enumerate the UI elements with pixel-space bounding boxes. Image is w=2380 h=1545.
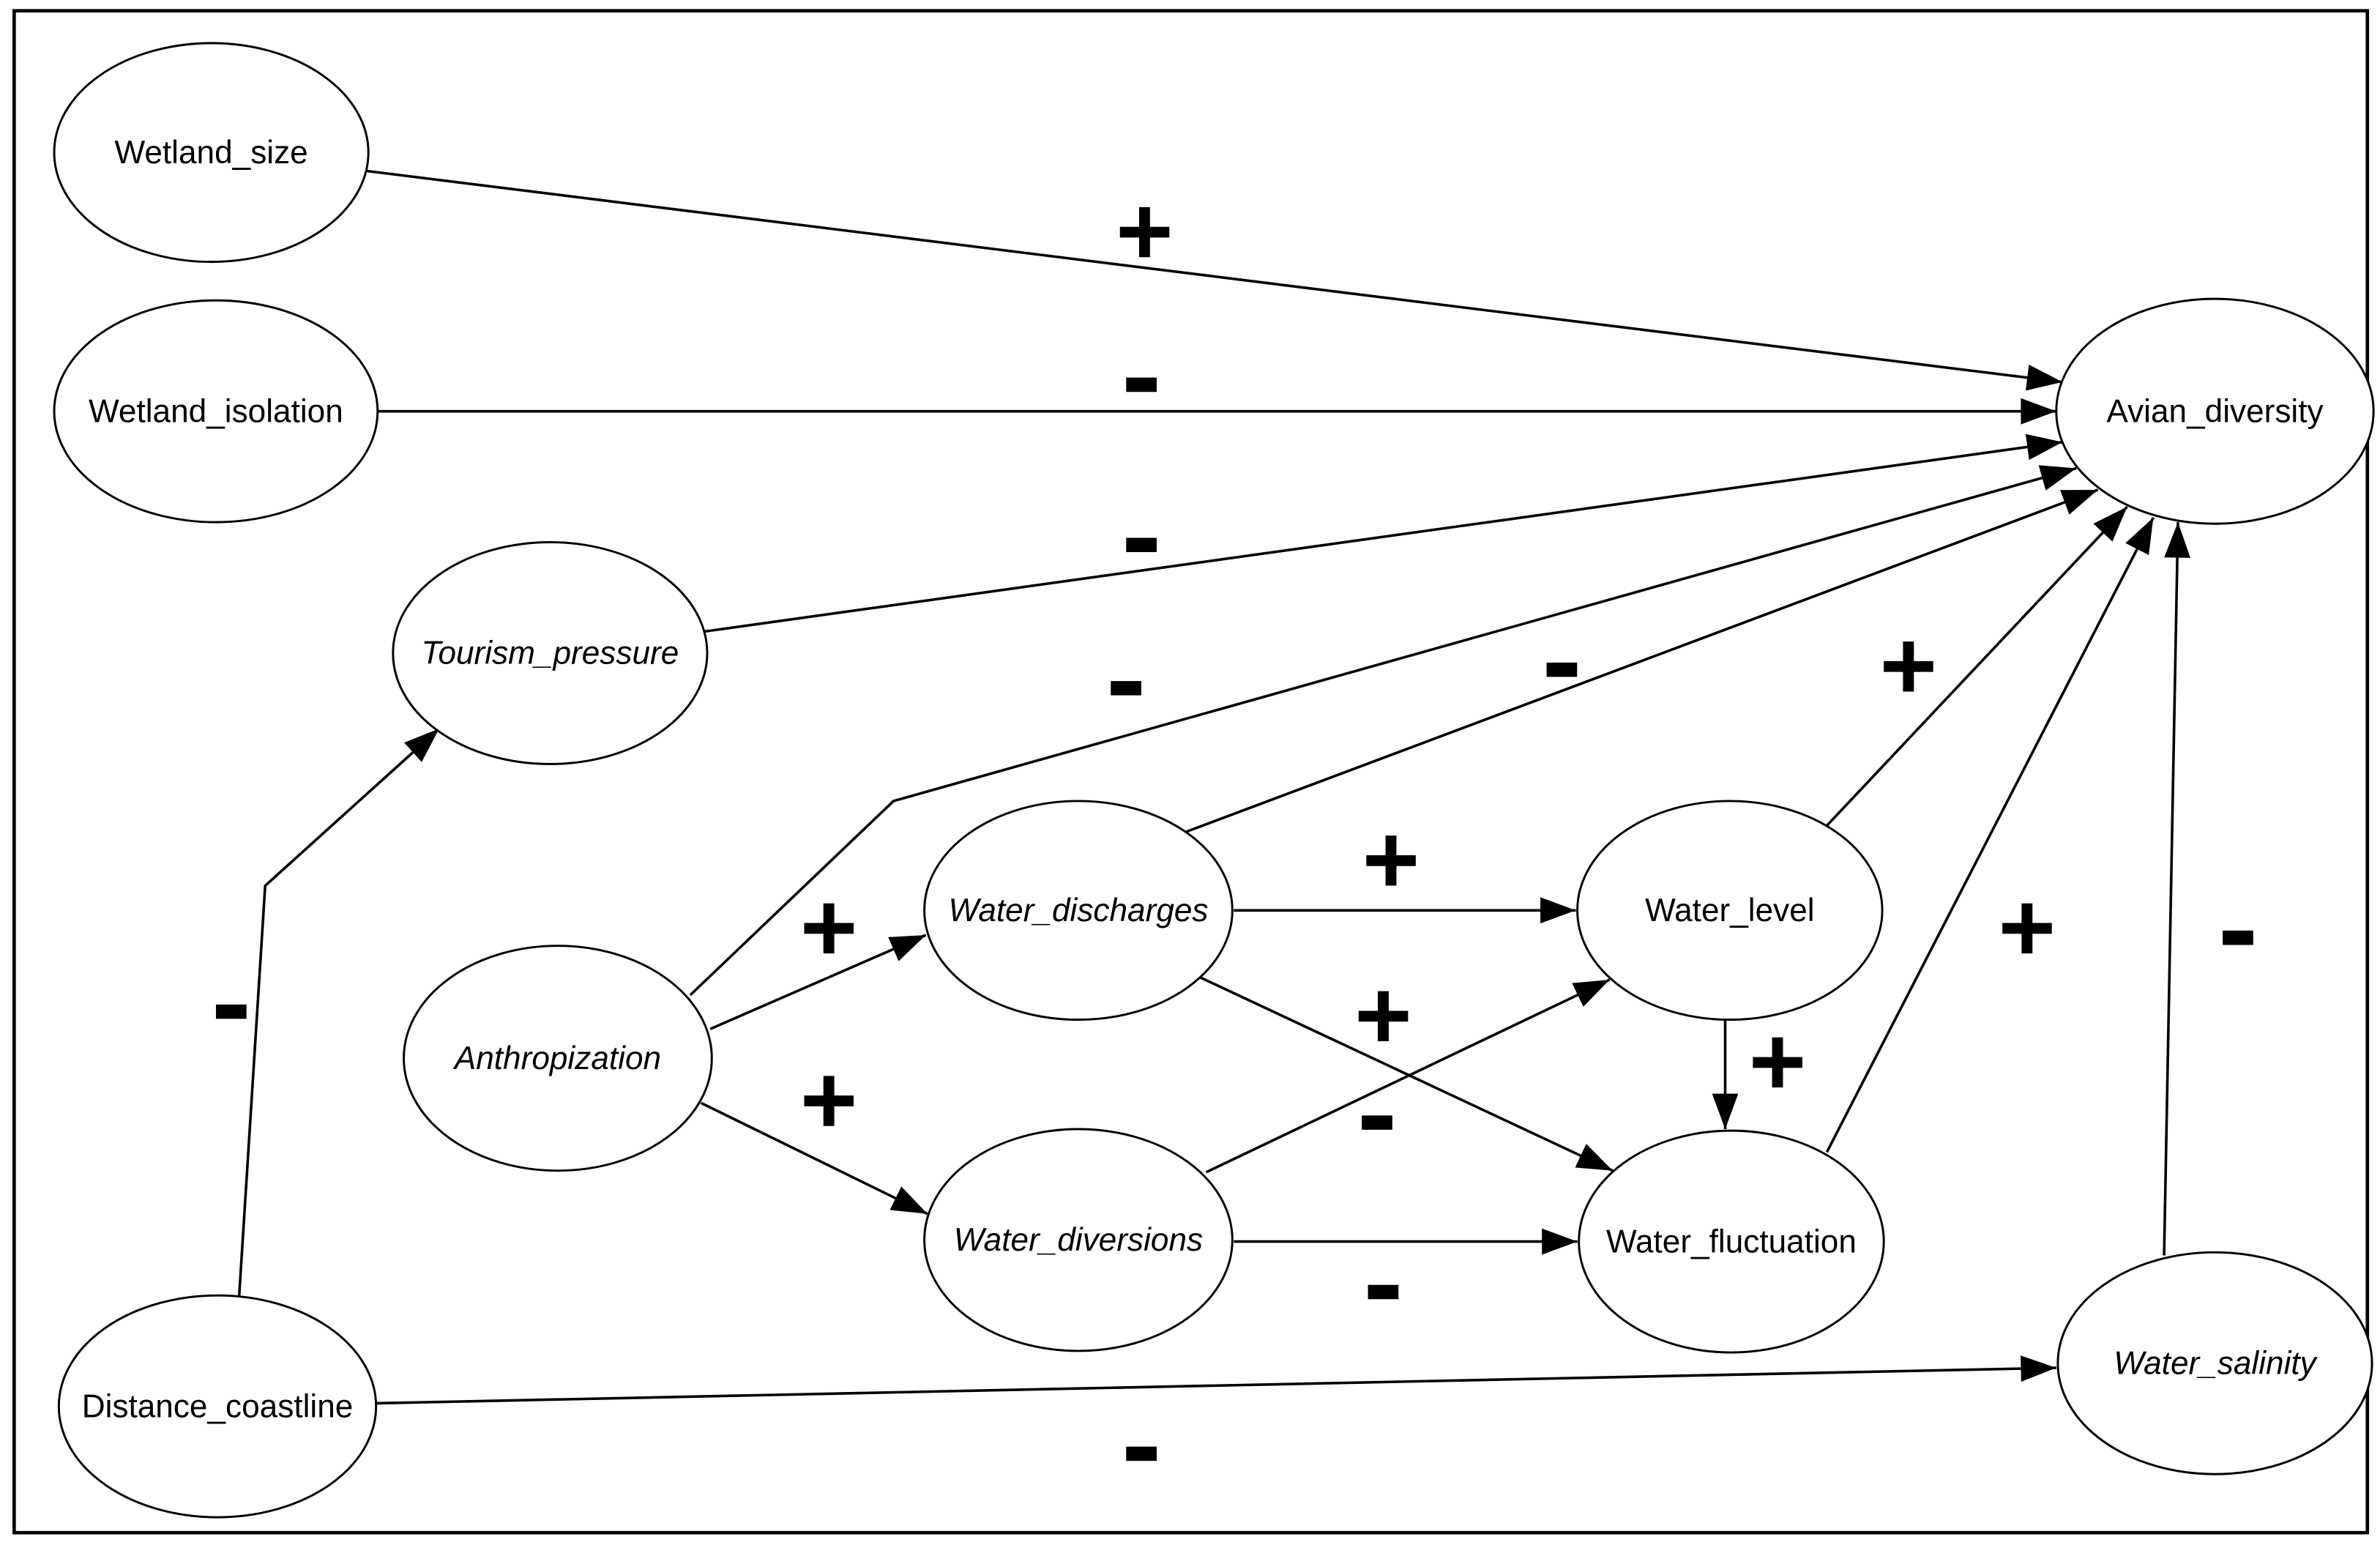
- edge-distance_coastline-to-tourism_pressure: [237, 727, 441, 1299]
- figure-border: [12, 9, 2370, 1535]
- arrowhead-water_level-to-avian_diversity: [2093, 507, 2127, 542]
- node-water_salinity: Water_salinity: [2056, 1251, 2373, 1475]
- node-label-wetland_isolation: Wetland_isolation: [89, 393, 343, 429]
- node-ellipse-tourism_pressure: [392, 541, 709, 765]
- node-ellipse-avian_diversity: [2055, 297, 2375, 525]
- node-avian_diversity: Avian_diversity: [2055, 297, 2375, 525]
- node-ellipse-wetland_size: [53, 42, 370, 264]
- edge-water_fluctuation-to-avian_diversity: [1825, 517, 2155, 1153]
- sign-wetland_isolation-to-avian_diversity: -: [1122, 307, 1162, 442]
- edge-anthropization-to-water_diversions: [700, 1101, 928, 1215]
- signs-layer: +----++--++++--+-: [212, 176, 2258, 1511]
- sign-water_discharges-to-avian_diversity: -: [1542, 592, 1582, 726]
- arrowhead-water_diversions-to-water_level: [1572, 979, 1610, 1007]
- edge-anthropization-to-avian_diversity: [689, 466, 2077, 997]
- node-distance_coastline: Distance_coastline: [57, 1294, 378, 1519]
- node-water_level: Water_level: [1576, 800, 1884, 1021]
- sign-tourism_pressure-to-avian_diversity: -: [1122, 467, 1162, 602]
- edge-water_level-to-avian_diversity: [1826, 505, 2128, 827]
- sign-anthropization-to-avian_diversity: -: [1106, 610, 1146, 745]
- edge-anthropization-to-water_discharges: [709, 934, 927, 1030]
- node-label-tourism_pressure: Tourism_pressure: [422, 636, 679, 671]
- sign-water_discharges-to-water_fluctuation: -: [1357, 1045, 1398, 1180]
- node-label-water_fluctuation: Water_fluctuation: [1606, 1224, 1857, 1259]
- arrowhead-distance_coastline-to-water_salinity: [2021, 1355, 2056, 1382]
- node-anthropization: Anthropization: [403, 945, 713, 1172]
- node-label-water_discharges: Water_discharges: [948, 893, 1208, 928]
- node-label-avian_diversity: Avian_diversity: [2106, 393, 2323, 429]
- node-ellipse-water_salinity: [2056, 1251, 2373, 1475]
- edge-wetland_size-to-avian_diversity: [366, 169, 2063, 384]
- edge-tourism_pressure-to-avian_diversity: [704, 440, 2063, 633]
- arrowhead-water_discharges-to-avian_diversity: [2060, 489, 2098, 515]
- nodes-layer: Wetland_sizeWetland_isolationTourism_pre…: [53, 42, 2375, 1519]
- node-label-anthropization: Anthropization: [452, 1040, 661, 1076]
- sign-water_diversions-to-water_fluctuation: -: [1363, 1214, 1403, 1349]
- sign-distance_coastline-to-tourism_pressure: -: [212, 934, 252, 1068]
- sign-anthropization-to-water_diversions: +: [800, 1044, 858, 1155]
- node-ellipse-water_discharges: [923, 800, 1234, 1021]
- sign-wetland_size-to-avian_diversity: +: [1116, 176, 1174, 286]
- node-label-distance_coastline: Distance_coastline: [82, 1388, 354, 1424]
- node-water_diversions: Water_diversions: [923, 1128, 1234, 1352]
- edges-layer: [237, 169, 2190, 1405]
- node-ellipse-water_level: [1576, 800, 1884, 1021]
- sign-water_fluctuation-to-avian_diversity: +: [1999, 872, 2056, 983]
- arrowhead-water_discharges-to-water_level: [1540, 897, 1576, 924]
- sign-water_discharges-to-water_level: +: [1362, 804, 1420, 915]
- node-ellipse-anthropization: [403, 945, 713, 1172]
- arrowhead-water_diversions-to-water_fluctuation: [1542, 1228, 1578, 1255]
- node-water_fluctuation: Water_fluctuation: [1578, 1129, 1885, 1354]
- sign-water_level-to-avian_diversity: +: [1880, 610, 1938, 721]
- arrowhead-water_fluctuation-to-avian_diversity: [2125, 517, 2154, 556]
- node-ellipse-wetland_isolation: [53, 299, 379, 524]
- arrowhead-water_level-to-water_fluctuation: [1712, 1093, 1739, 1130]
- node-label-water_diversions: Water_diversions: [954, 1222, 1203, 1258]
- node-water_discharges: Water_discharges: [923, 800, 1234, 1021]
- arrowhead-water_discharges-to-water_fluctuation: [1575, 1144, 1613, 1171]
- sign-water_salinity-to-avian_diversity: -: [2218, 860, 2258, 994]
- node-label-wetland_size: Wetland_size: [114, 135, 307, 171]
- sign-anthropization-to-water_discharges: +: [800, 872, 858, 983]
- arrowhead-distance_coastline-to-tourism_pressure: [404, 729, 439, 762]
- node-label-water_level: Water_level: [1645, 893, 1815, 928]
- edge-water_discharges-to-water_fluctuation: [1198, 975, 1614, 1172]
- node-ellipse-water_fluctuation: [1578, 1129, 1885, 1354]
- node-tourism_pressure: Tourism_pressure: [392, 541, 709, 765]
- node-label-water_salinity: Water_salinity: [2114, 1345, 2318, 1381]
- edge-distance_coastline-to-water_salinity: [376, 1366, 2056, 1405]
- arrowhead-water_salinity-to-avian_diversity: [2164, 522, 2190, 558]
- node-ellipse-water_diversions: [923, 1128, 1234, 1352]
- arrowhead-tourism_pressure-to-avian_diversity: [2025, 433, 2063, 461]
- arrowhead-anthropization-to-water_diversions: [889, 1186, 928, 1214]
- sign-water_diversions-to-water_level: +: [1354, 960, 1412, 1071]
- node-wetland_isolation: Wetland_isolation: [53, 299, 379, 524]
- node-wetland_size: Wetland_size: [53, 42, 370, 264]
- arrowhead-wetland_size-to-avian_diversity: [2026, 364, 2063, 391]
- edge-water_discharges-to-avian_diversity: [1185, 488, 2099, 833]
- arrowhead-anthropization-to-avian_diversity: [2038, 465, 2077, 491]
- arrowhead-anthropization-to-water_discharges: [888, 934, 926, 961]
- node-ellipse-distance_coastline: [57, 1294, 378, 1519]
- arrowhead-wetland_isolation-to-avian_diversity: [2021, 398, 2056, 425]
- sign-distance_coastline-to-water_salinity: -: [1122, 1376, 1162, 1511]
- sign-water_level-to-water_fluctuation: +: [1749, 1006, 1807, 1117]
- edge-water_salinity-to-avian_diversity: [2163, 522, 2179, 1256]
